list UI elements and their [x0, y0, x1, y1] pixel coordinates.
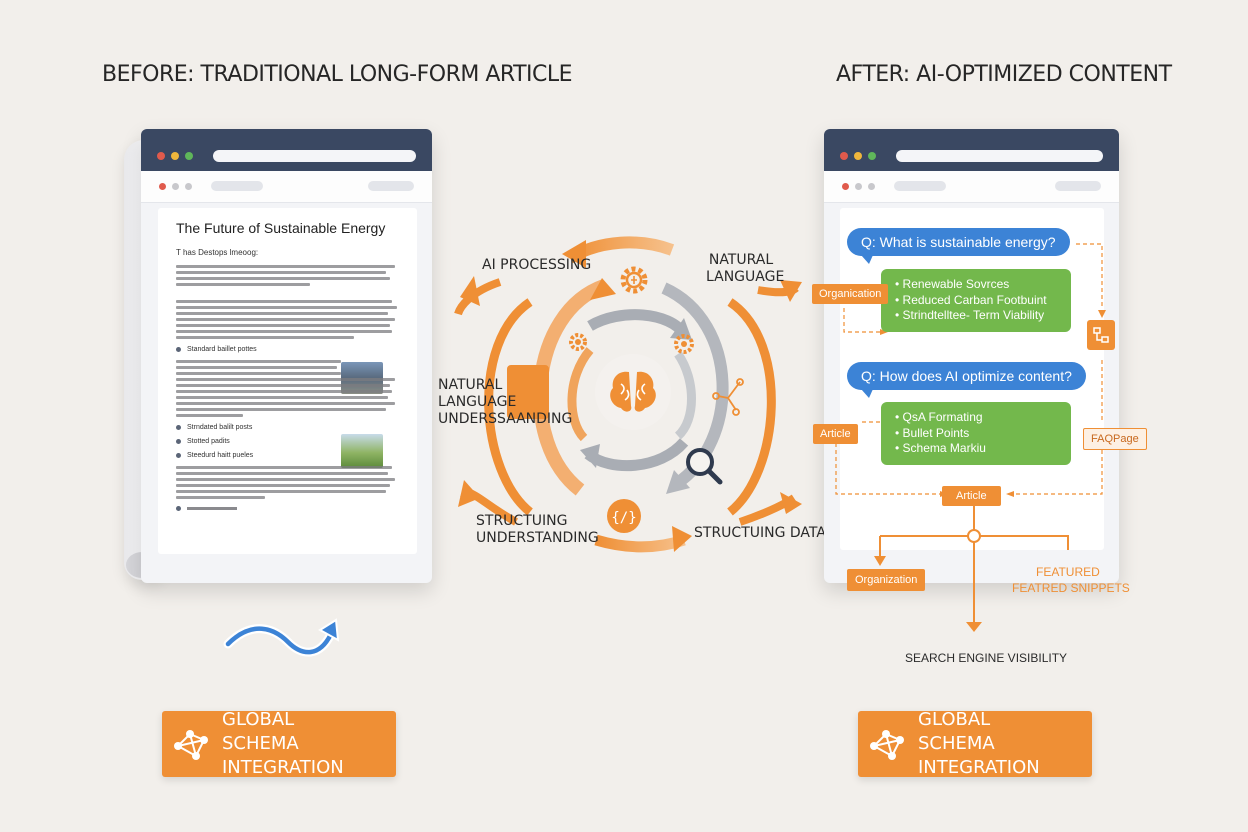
bullet-point: Strndated balilt posts	[176, 424, 399, 431]
wave-arrow-icon	[223, 618, 340, 657]
text-block-2	[176, 300, 399, 339]
browser-toolbar	[141, 171, 432, 203]
before-browser-window: The Future of Sustainable Energy T has D…	[141, 129, 432, 583]
featured-label: FEATURED	[1036, 565, 1100, 579]
text-block-3	[176, 360, 399, 417]
magnifier-icon	[686, 448, 723, 485]
schema-connectors	[835, 243, 1106, 632]
bullet-group: Stotted padits Steedurd haitt pueles	[176, 434, 399, 468]
answer-box-1: Renewable SovrcesReduced Carban Footbuin…	[881, 269, 1071, 332]
address-bar[interactable]	[213, 150, 416, 162]
brain-icon	[610, 371, 656, 412]
bullet-point	[176, 506, 399, 511]
address-bar[interactable]	[896, 150, 1103, 162]
article-subtitle: T has Destops lmeoog:	[176, 248, 259, 257]
answer-box-2: QsA FormatingBullet PointsSchema Markiu	[881, 402, 1071, 465]
label-structuring-data: STRUCTUING DATA	[694, 525, 826, 541]
schema-tag-organization-bottom[interactable]: Organization	[847, 569, 926, 591]
featured-snippets-label: FEATRED SNIPPETS	[1012, 581, 1130, 595]
after-heading: AFTER: AI-OPTIMIZED CONTENT	[836, 62, 1172, 87]
network-icon	[712, 378, 744, 416]
outer-arrow-right	[727, 298, 776, 516]
before-heading: BEFORE: TRADITIONAL LONG-FORM ARTICLE	[102, 62, 573, 87]
field-thumbnail	[341, 434, 383, 468]
bullet-point: Stotted padits	[176, 438, 399, 445]
ai-processing-cycle: {/}	[454, 236, 802, 553]
gear-icon	[620, 266, 648, 294]
code-icon: {/}	[607, 499, 641, 533]
svg-text:{/}: {/}	[611, 510, 636, 526]
article-page: The Future of Sustainable Energy T has D…	[158, 208, 417, 554]
question-bubble-2: Q: How does AI optimize content?	[847, 362, 1086, 398]
schema-tag-article[interactable]: Article	[813, 424, 858, 444]
network-icon	[162, 711, 222, 777]
browser-titlebar	[824, 129, 1119, 171]
label-nlu: NATURAL LANGUAGE UNDERSSAANDING	[438, 377, 573, 427]
gear-icon	[674, 334, 694, 354]
browser-toolbar	[824, 171, 1119, 203]
text-block-1	[176, 265, 399, 286]
bullet-point: Steedurd haitt pueles	[176, 452, 399, 459]
nlu-highlight	[507, 365, 549, 419]
label-structuring-understanding: STRUCTUING UNDERSTANDING	[476, 513, 599, 546]
question-bubble-1: Q: What is sustainable energy?	[847, 228, 1070, 264]
label-natural-language: NATURAL LANGUAGE	[706, 252, 785, 285]
outer-arrow-left	[484, 298, 533, 516]
browser-titlebar	[141, 129, 432, 171]
text-block-4	[176, 466, 399, 499]
schema-node-icon	[1087, 320, 1115, 350]
bullet-point: Standard baillet pottes	[176, 346, 399, 353]
article-title: The Future of Sustainable Energy	[176, 220, 386, 236]
label-ai-processing: AI PROCESSING	[482, 257, 592, 273]
global-schema-button-left[interactable]: GLOBAL SCHEMA INTEGRATION	[162, 709, 396, 778]
global-schema-button-right[interactable]: GLOBAL SCHEMA INTEGRATION	[858, 709, 1092, 778]
schema-tag-article-center[interactable]: Article	[942, 486, 1001, 506]
schema-tag-faqpage[interactable]: FAQPage	[1083, 428, 1147, 450]
search-visibility-label: SEARCH ENGINE VISIBILITY	[905, 651, 1068, 665]
network-icon	[858, 711, 918, 777]
gear-icon	[569, 333, 587, 351]
schema-tag-organization[interactable]: Organication	[812, 284, 889, 304]
